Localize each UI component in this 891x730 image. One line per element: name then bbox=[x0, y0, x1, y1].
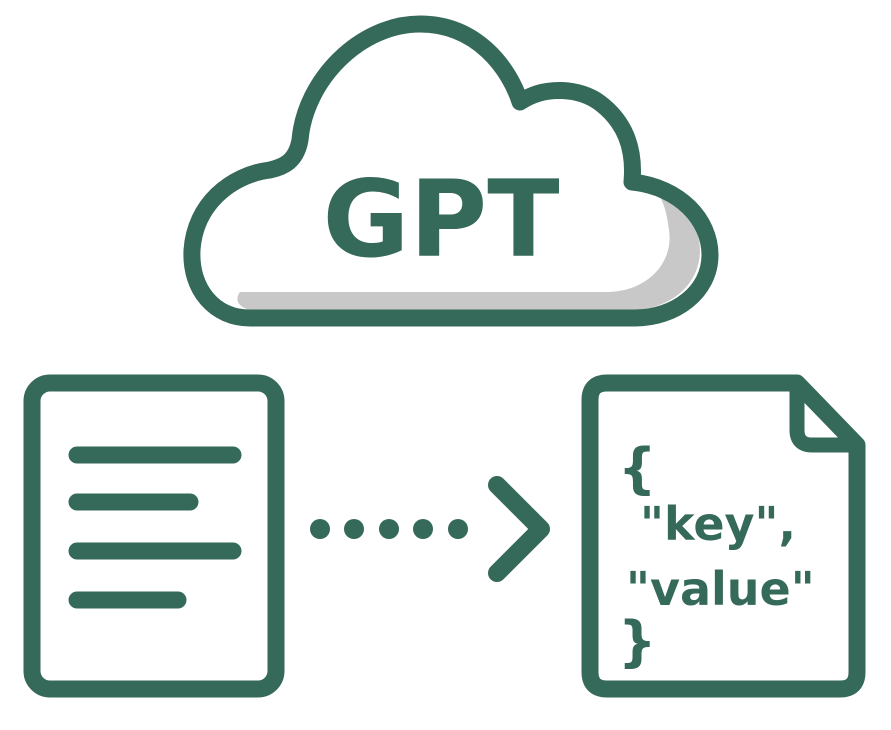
json-file-icon: { "key", "value" } bbox=[581, 374, 866, 698]
arrow-dot bbox=[344, 519, 364, 539]
json-value-line: "value" bbox=[626, 562, 815, 616]
cloud-label: GPT bbox=[323, 158, 560, 281]
folded-corner bbox=[789, 383, 857, 453]
json-close-brace: } bbox=[618, 610, 656, 673]
json-key-line: "key", bbox=[640, 497, 796, 551]
arrow-dot bbox=[379, 519, 399, 539]
document-outline bbox=[23, 374, 285, 698]
cloud-outline bbox=[183, 15, 719, 327]
dotted-arrow-icon bbox=[310, 476, 550, 582]
file-outline bbox=[581, 374, 866, 698]
cloud-shadow bbox=[237, 197, 700, 310]
arrow-dot bbox=[448, 519, 468, 539]
cloud-icon: GPT bbox=[183, 15, 719, 327]
json-open-brace: { bbox=[618, 437, 656, 500]
text-document-icon bbox=[23, 374, 285, 698]
arrow-dot bbox=[310, 519, 330, 539]
arrow-dot bbox=[413, 519, 433, 539]
arrow-head bbox=[488, 476, 550, 582]
